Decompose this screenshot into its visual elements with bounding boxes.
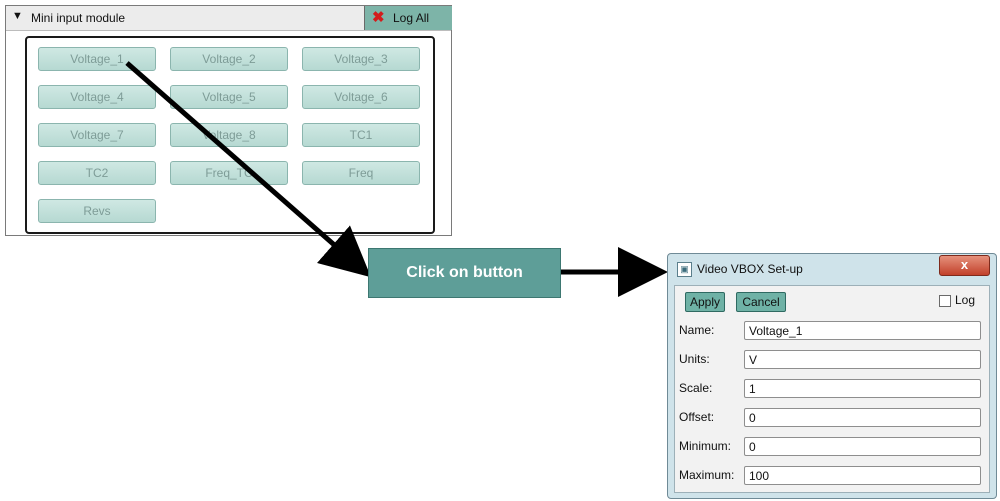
channel-button-freq-tc[interactable]: Freq_TC — [170, 161, 288, 185]
channel-button-voltage-8[interactable]: Voltage_8 — [170, 123, 288, 147]
log-label: Log — [955, 293, 976, 307]
channel-button-revs[interactable]: Revs — [38, 199, 156, 223]
maximum-label: Maximum: — [679, 468, 735, 482]
channel-button-group: Voltage_1 Voltage_2 Voltage_3 Voltage_4 … — [25, 36, 435, 234]
channel-button-voltage-5[interactable]: Voltage_5 — [170, 85, 288, 109]
channel-button-voltage-2[interactable]: Voltage_2 — [170, 47, 288, 71]
name-label: Name: — [679, 323, 715, 337]
channel-button-voltage-6[interactable]: Voltage_6 — [302, 85, 420, 109]
log-checkbox[interactable] — [939, 295, 951, 307]
click-on-button-callout: Click on button — [368, 248, 561, 298]
red-x-icon: ✖ — [372, 9, 385, 26]
channel-button-voltage-4[interactable]: Voltage_4 — [38, 85, 156, 109]
collapse-arrow-icon[interactable]: ▼ — [12, 10, 23, 22]
minimum-field[interactable] — [744, 437, 981, 456]
log-all-button[interactable]: ✖ Log All — [364, 6, 452, 30]
offset-field[interactable] — [744, 408, 981, 427]
dialog-title: Video VBOX Set-up — [697, 262, 803, 276]
arrow-to-callout — [125, 61, 372, 278]
scale-label: Scale: — [679, 381, 713, 395]
module-title: Mini input module — [31, 11, 126, 25]
module-header[interactable]: ▼ Mini input module ✖ Log All — [6, 6, 452, 31]
dialog-titlebar[interactable]: ▣ Video VBOX Set-up x — [668, 254, 996, 282]
channel-button-voltage-7[interactable]: Voltage_7 — [38, 123, 156, 147]
minimum-label: Minimum: — [679, 439, 732, 453]
mini-input-module-panel: ▼ Mini input module ✖ Log All Voltage_1 … — [5, 5, 452, 236]
scale-field[interactable] — [744, 379, 981, 398]
log-all-label: Log All — [393, 11, 430, 25]
app-icon: ▣ — [677, 262, 692, 277]
apply-button[interactable]: Apply — [685, 292, 725, 312]
close-button[interactable]: x — [939, 255, 990, 276]
channel-button-freq[interactable]: Freq — [302, 161, 420, 185]
channel-button-tc2[interactable]: TC2 — [38, 161, 156, 185]
dialog-body: Apply Cancel Log Name: Units: Scale: Off… — [674, 285, 990, 493]
channel-button-tc1[interactable]: TC1 — [302, 123, 420, 147]
video-vbox-setup-dialog: ▣ Video VBOX Set-up x Apply Cancel Log N… — [667, 253, 997, 499]
cancel-button[interactable]: Cancel — [736, 292, 786, 312]
name-field[interactable] — [744, 321, 981, 340]
channel-button-voltage-3[interactable]: Voltage_3 — [302, 47, 420, 71]
units-field[interactable] — [744, 350, 981, 369]
channel-button-voltage-1[interactable]: Voltage_1 — [38, 47, 156, 71]
units-label: Units: — [679, 352, 710, 366]
maximum-field[interactable] — [744, 466, 981, 485]
offset-label: Offset: — [679, 410, 715, 424]
